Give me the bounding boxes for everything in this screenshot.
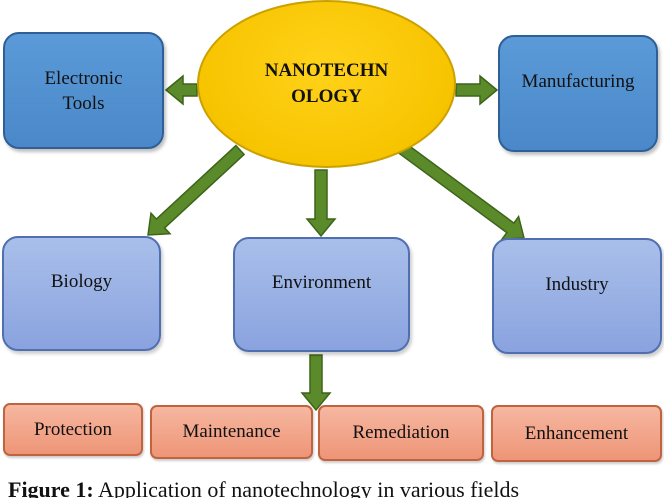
node-industry: Industry — [492, 238, 662, 354]
node-biology-label: Biology — [50, 270, 113, 292]
arrow-to-industry — [397, 142, 525, 241]
arrow-to-electronic-tools — [164, 74, 198, 106]
node-protection-label: Protection — [33, 418, 113, 440]
node-enhancement-label: Enhancement — [524, 422, 629, 444]
node-biology: Biology — [2, 236, 161, 351]
figure-caption: Figure 1: Application of nanotechnology … — [8, 478, 664, 498]
node-electronic-tools-line1: Electronic — [44, 67, 123, 89]
center-node-label: NANOTECHNOLOGY — [264, 60, 389, 107]
figure-caption-text: Application of nanotechnology in various… — [98, 478, 520, 498]
figure-caption-prefix: Figure 1: — [8, 478, 94, 498]
node-industry-label: Industry — [545, 274, 609, 295]
node-maintenance-label: Maintenance — [182, 421, 281, 442]
arrow-to-maintenance-remediation — [300, 354, 332, 412]
arrow-to-biology — [147, 144, 246, 236]
node-maintenance: Maintenance — [150, 405, 313, 459]
node-manufacturing-label: Manufacturing — [521, 71, 635, 92]
node-environment: Environment — [233, 237, 410, 352]
node-remediation: Remediation — [318, 405, 484, 461]
node-enhancement: Enhancement — [491, 405, 662, 462]
arrow-to-environment — [305, 169, 337, 238]
node-environment-label: Environment — [271, 271, 372, 293]
center-node: NANOTECHNOLOGY — [197, 0, 456, 168]
arrow-to-manufacturing — [455, 74, 499, 106]
node-remediation-label: Remediation — [352, 422, 450, 443]
node-electronic-tools: Electronic Tools — [3, 32, 164, 149]
node-electronic-tools-line2: Tools — [62, 92, 105, 114]
node-protection: Protection — [3, 403, 143, 456]
node-manufacturing: Manufacturing — [498, 35, 658, 152]
